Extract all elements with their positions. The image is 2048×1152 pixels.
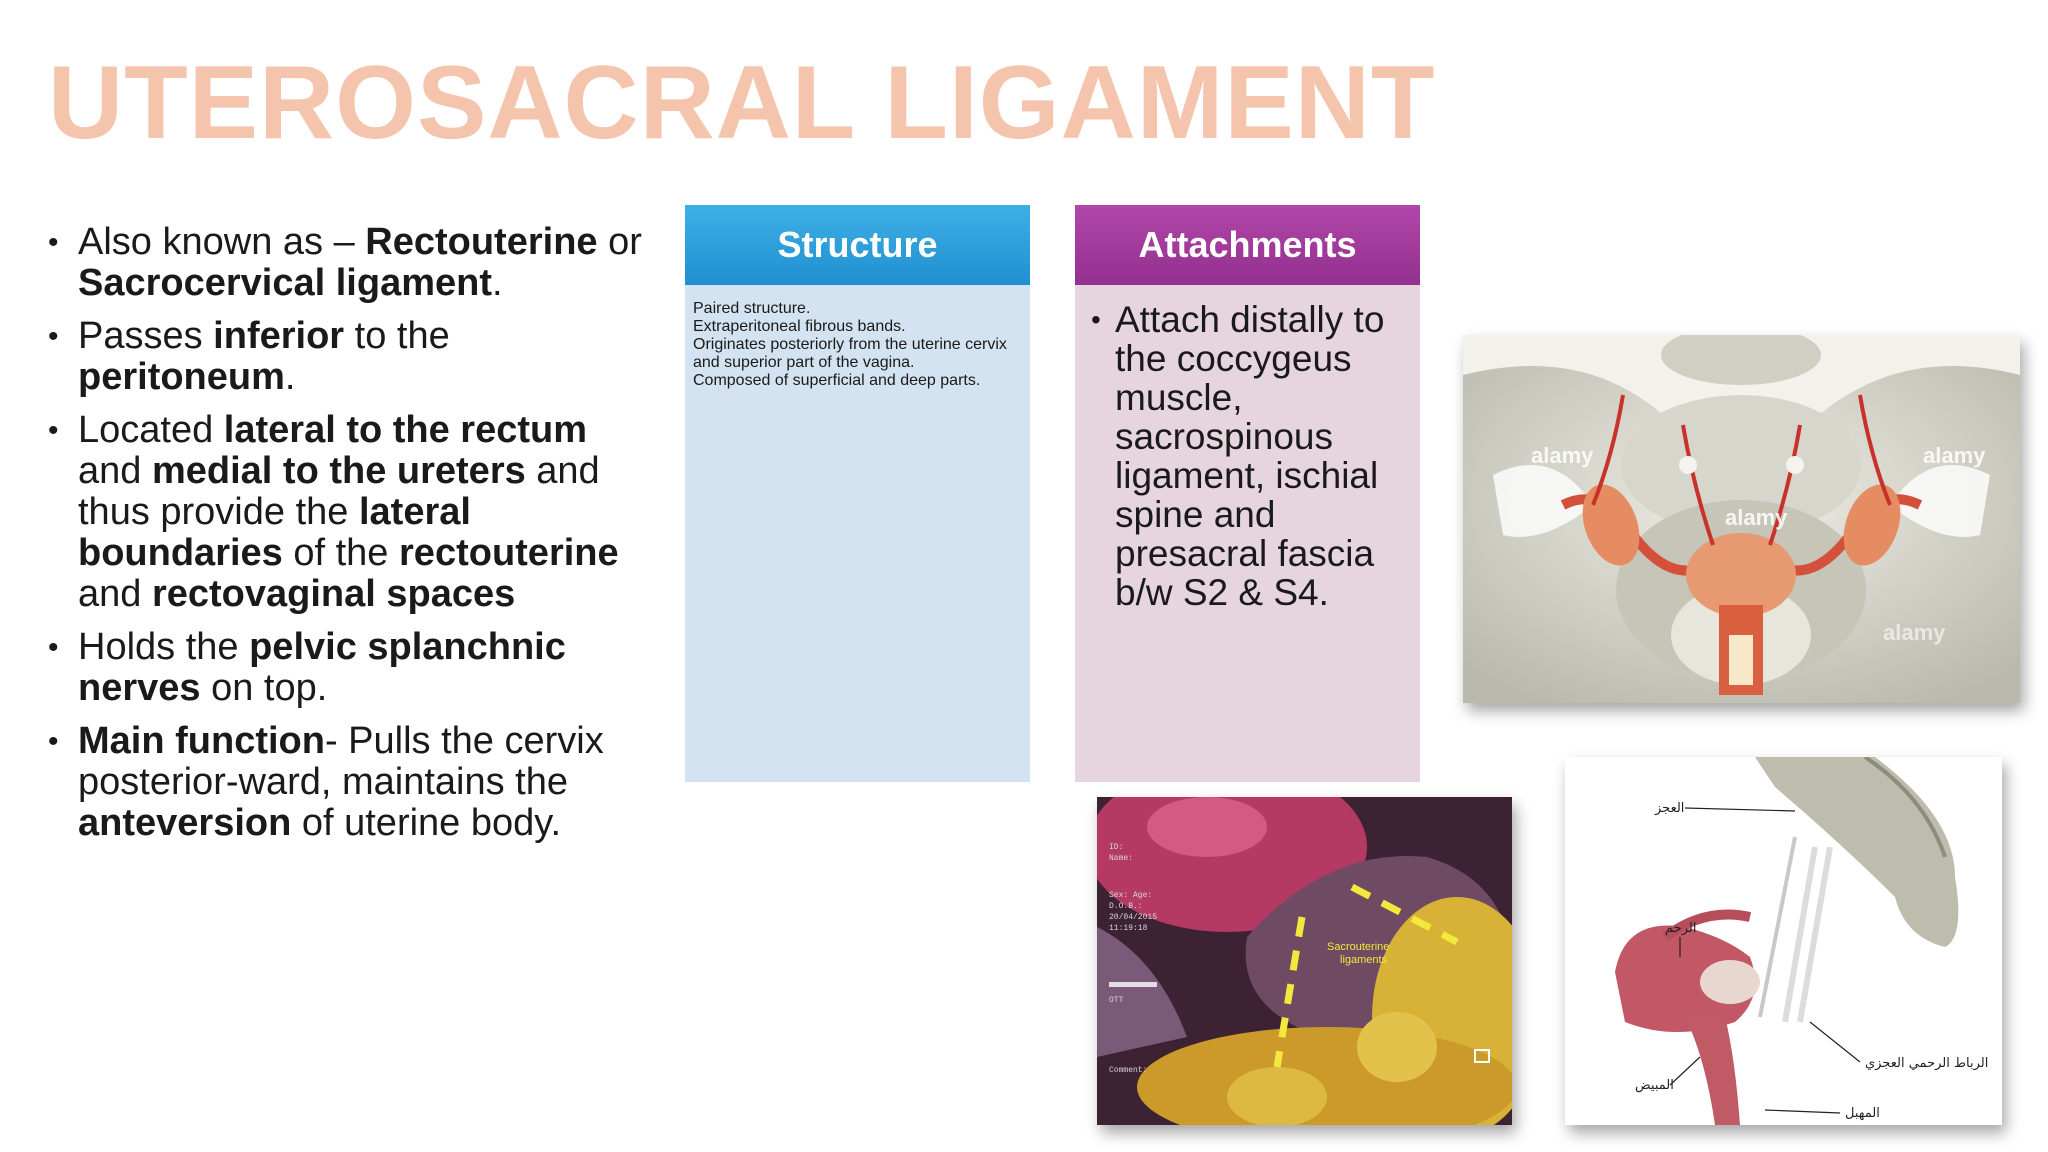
card-list-item: Composed of superficial and deep parts. — [693, 372, 981, 389]
attachments-card-header: Attachments — [1075, 205, 1420, 285]
bold-text: medial to the ureters — [151, 450, 526, 492]
overlay-text: ID: — [1109, 843, 1123, 852]
card-list-item: Extraperitoneal fibrous bands. — [693, 318, 906, 335]
structure-card-body — [685, 285, 1030, 782]
overlay-text: Name: — [1109, 854, 1133, 863]
watermark: alamy — [1531, 443, 1594, 468]
bold-text: rectouterine — [399, 532, 619, 574]
watermark: alamy — [1725, 505, 1788, 530]
overlay-text: Sex: Age: — [1109, 891, 1152, 900]
left-bullet-list: Also known as – Rectouterine or Sacrocer… — [48, 222, 648, 856]
bullet-item: Main function- Pulls the cervix posterio… — [48, 721, 648, 844]
bold-text: lateral to the rectum — [223, 409, 588, 451]
bullet-item: Also known as – Rectouterine or Sacrocer… — [48, 222, 648, 304]
card-list-item: Originates posteriorly from the uterine … — [693, 336, 1007, 371]
label-vagina: المهبل — [1845, 1106, 1880, 1121]
bold-text: rectovaginal spaces — [151, 573, 516, 615]
overlay-text: 11:19:18 — [1109, 924, 1148, 933]
bullet-text: Also known as – — [78, 221, 366, 263]
bullet-text: or — [597, 221, 642, 263]
bold-text: Rectouterine — [365, 221, 598, 263]
bullet-text: on top. — [200, 667, 328, 709]
attachments-card-heading: Attachments — [1138, 224, 1357, 265]
laparoscopy-image: Sacrouterine ligaments ID: Name: Sex: Ag… — [1097, 797, 1512, 1125]
ligament-label: Sacrouterine — [1327, 941, 1389, 953]
bullet-item: Passes inferior to the peritoneum. — [48, 316, 648, 398]
label-uterus: الرحم — [1665, 921, 1696, 936]
bullet-text: to the — [344, 315, 450, 357]
overlay-text: 20/04/2015 — [1109, 913, 1157, 922]
structure-list: Paired structure.Extraperitoneal fibrous… — [693, 300, 1028, 390]
overlay-text: Comment: — [1109, 1066, 1147, 1075]
structure-card-content: Paired structure.Extraperitoneal fibrous… — [693, 300, 1028, 390]
bold-text: Sacrocervical ligament — [78, 262, 492, 304]
structure-card-header: Structure — [685, 205, 1030, 285]
bold-text: peritoneum — [78, 356, 285, 398]
bullet-text: Located — [78, 409, 224, 451]
bold-text: lateral boundaries — [78, 491, 471, 574]
bullet-item: Holds the pelvic splanchnic nerves on to… — [48, 627, 648, 709]
overlay-text: D.O.B.: — [1109, 902, 1143, 911]
bullet-text: and — [78, 450, 152, 492]
bullet-text: and thus provide the — [78, 450, 600, 533]
label-sacrum: العجز — [1654, 801, 1684, 816]
overlay-text: OTT — [1109, 996, 1124, 1005]
structure-card-heading: Structure — [777, 224, 938, 265]
attachments-card-body: Attach distally to the coccygeus muscle,… — [1075, 285, 1420, 782]
bullet-text: . — [492, 262, 503, 304]
card-list-item: Paired structure. — [693, 300, 811, 317]
watermark: alamy — [1883, 620, 1946, 645]
label-ovary: المبيض — [1635, 1078, 1674, 1093]
bullet-text: - Pulls the cervix posterior-ward, maint… — [78, 720, 604, 803]
attachments-list: Attach distally to the coccygeus muscle,… — [1083, 300, 1412, 612]
bullet-text: and — [78, 573, 152, 615]
bullet-text: of the — [282, 532, 400, 574]
bold-text: inferior — [213, 315, 345, 357]
ligament-label: ligaments — [1340, 954, 1388, 966]
watermark: alamy — [1923, 443, 1986, 468]
card-list-item: Attach distally to the coccygeus muscle,… — [1083, 300, 1412, 612]
pelvis-anatomy-image: alamy alamy alamy alamy — [1463, 335, 2020, 703]
bullet-text: Holds the — [78, 626, 250, 668]
bullet-text: . — [284, 356, 296, 398]
bold-text: pelvic splanchnic nerves — [78, 626, 566, 709]
bullet-text: Passes — [78, 315, 214, 357]
bullet-item: Located lateral to the rectum and medial… — [48, 410, 648, 615]
arabic-labeled-diagram: العجز الرحم الرباط الرحمي العجزي المبيض … — [1565, 757, 2002, 1125]
slide-title: UTEROSACRAL LIGAMENT — [48, 45, 1436, 161]
bold-text: anteversion — [78, 802, 292, 844]
label-ligament: الرباط الرحمي العجزي — [1865, 1056, 1988, 1071]
bold-text: Main function — [78, 720, 325, 762]
bullet-text: of uterine body. — [291, 802, 562, 844]
